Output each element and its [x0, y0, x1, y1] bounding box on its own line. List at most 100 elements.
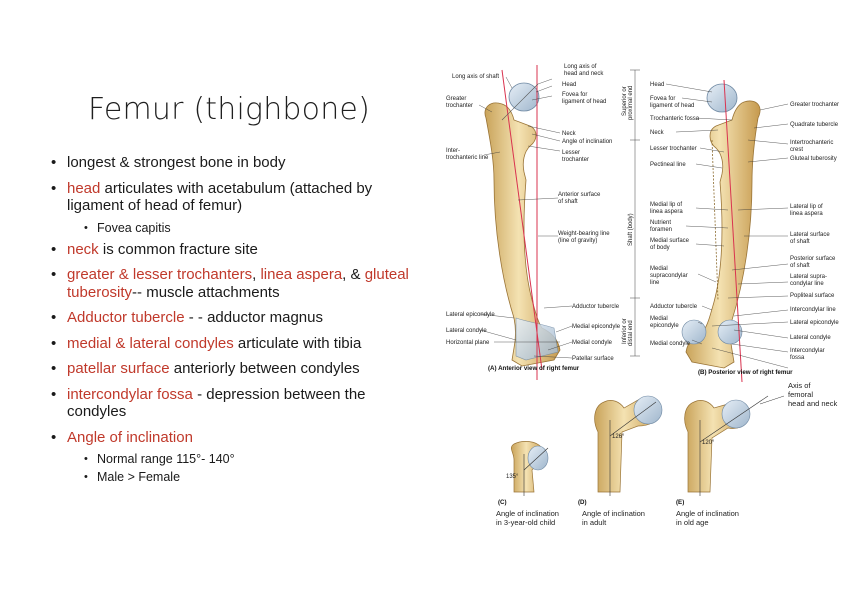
highlight-term: patellar surface: [67, 360, 170, 377]
region-proximal: proximal end: [628, 86, 634, 120]
post-label-medial-lip-1: Medial lip of: [650, 202, 682, 208]
label-intertrochanteric-1: Inter-: [446, 148, 460, 154]
label-lateral-condyle: Lateral condyle: [446, 328, 487, 334]
label-medial-condyle: Medial condyle: [572, 340, 613, 346]
highlight-term: head: [67, 179, 101, 197]
post-label-gluteal-tuberosity: Gluteal tuberosity: [790, 156, 837, 162]
panel-c-angle: 135°: [506, 474, 519, 480]
post-label-post-surface-1: Posterior surface: [790, 256, 836, 262]
anterior-labels: Long axis of shaft Long axis of head and…: [446, 64, 621, 372]
slide-title: Femur (thighbone): [88, 92, 370, 127]
bullet-item: medial & lateral condyles articulate wit…: [48, 335, 420, 353]
panel-e-old: 120° Axis of femoral head and neck: [684, 381, 837, 496]
bullet-text: , &: [342, 266, 365, 283]
panel-captions: (C) Angle of inclination in 3-year-old c…: [496, 499, 739, 527]
label-fovea-1: Fovea for: [562, 92, 587, 98]
bullet-item: longest & strongest bone in body: [48, 154, 420, 172]
label-medial-epicondyle: Medial epicondyle: [572, 324, 621, 330]
femur-figure: Long axis of shaft Long axis of head and…: [442, 60, 842, 540]
bullet-item: greater & lesser trochanters, linea aspe…: [48, 266, 420, 301]
posterior-labels: Head Fovea for ligament of head Trochant…: [650, 82, 839, 376]
post-label-med-supracond-2: supracondylar: [650, 273, 688, 279]
post-label-med-supracond-3: line: [650, 280, 660, 286]
posterior-femur: [681, 79, 761, 383]
post-label-fovea-1: Fovea for: [650, 96, 675, 102]
panel-d-angle: 126°: [612, 434, 625, 440]
panel-c-letter: (C): [498, 499, 507, 506]
label-greater-trochanter-1: Greater: [446, 96, 466, 102]
anterior-leader-lines: [478, 76, 573, 359]
panel-e-caption-2: in old age: [676, 518, 709, 527]
panel-e-letter: (E): [676, 499, 684, 506]
label-weight-line-2: (line of gravity): [558, 238, 597, 244]
post-label-lat-supracond-2: condylar line: [790, 281, 824, 287]
post-label-fovea-2: ligament of head: [650, 103, 694, 109]
bullet-item: neck is common fracture site: [48, 241, 420, 259]
bullet-text: is common fracture site: [98, 240, 258, 258]
label-angle-inclination: Angle of inclination: [562, 139, 612, 145]
post-label-nutrient-1: Nutrient: [650, 220, 671, 226]
post-label-intercondylar-line: Intercondylar line: [790, 307, 836, 313]
bullet-text: -- muscle attachments: [132, 283, 280, 301]
bullet-text: articulates with acetabulum (attached by…: [67, 179, 373, 215]
post-label-medial-epicondyle-2: epicondyle: [650, 323, 679, 329]
panel-e-caption-1: Angle of inclination: [676, 509, 739, 518]
post-label-post-surface-2: of shaft: [790, 263, 810, 269]
highlight-term: medial & lateral condyles: [67, 334, 234, 352]
post-label-popliteal: Popliteal surface: [790, 293, 835, 299]
post-label-quadrate-tubercle: Quadrate tubercle: [790, 122, 839, 128]
highlight-term: intercondylar fossa: [67, 385, 193, 403]
post-label-medial-condyle: Medial condyle: [650, 341, 691, 347]
bullet-text: articulate with tibia: [233, 334, 362, 352]
region-inferior: Inferior or: [622, 318, 628, 344]
region-bracket: [630, 69, 640, 357]
post-label-intertroch-crest-1: Intertrochanteric: [790, 140, 833, 146]
post-label-trochanteric-fossa: Trochanteric fossa: [650, 116, 700, 122]
post-label-neck: Neck: [650, 130, 665, 136]
sub-bullet: Normal range 115°- 140°: [48, 451, 420, 467]
bullet-item: patellar surface anteriorly between cond…: [48, 360, 420, 378]
bullet-text: anteriorly between condyles: [169, 360, 360, 377]
label-lesser-trochanter-2: trochanter: [562, 157, 589, 163]
post-label-med-supracond-1: Medial: [650, 266, 668, 272]
panel-d-adult: 126°: [594, 395, 663, 496]
region-shaft: Shaft (body): [628, 213, 634, 246]
axis-label-1: Axis of: [788, 381, 811, 390]
bullet-text: longest & strongest bone in body: [67, 154, 286, 171]
post-label-lateral-condyle: Lateral condyle: [790, 335, 831, 341]
post-label-lateral-lip-1: Lateral lip of: [790, 204, 823, 210]
bullet-item: Angle of inclination: [48, 429, 420, 447]
label-intertrochanteric-2: trochanteric line: [446, 155, 489, 161]
label-horizontal-plane: Horizontal plane: [446, 340, 490, 346]
region-superior: Superior or: [622, 86, 628, 116]
post-label-medial-surface-2: of body: [650, 245, 670, 251]
label-neck: Neck: [562, 131, 577, 137]
post-label-lat-supracond-1: Lateral supra-: [790, 274, 827, 280]
post-label-lateral-epicondyle: Lateral epicondyle: [790, 320, 839, 326]
region-distal: distal end: [628, 320, 634, 346]
post-label-head: Head: [650, 82, 664, 88]
label-greater-trochanter-2: trochanter: [446, 103, 473, 109]
post-label-lesser-trochanter: Lesser trochanter: [650, 146, 697, 152]
post-label-pectineal-line: Pectineal line: [650, 162, 686, 168]
panel-d-letter: (D): [578, 499, 587, 506]
bullet-item: Adductor tubercle - - adductor magnus: [48, 309, 420, 327]
bullet-text: - depression between the condyles: [67, 385, 366, 421]
bullet-list: longest & strongest bone in body head art…: [48, 154, 420, 490]
label-weight-line-1: Weight-bearing line: [558, 231, 610, 237]
highlight-term: Adductor tubercle: [67, 309, 185, 326]
highlight-term: neck: [67, 240, 99, 258]
post-label-intertroch-crest-2: crest: [790, 147, 803, 153]
label-anterior-surface-2: of shaft: [558, 199, 578, 205]
highlight-term: linea aspera: [260, 266, 343, 283]
post-label-adductor-tubercle: Adductor tubercle: [650, 304, 698, 310]
axis-label-2: femoral: [788, 390, 813, 399]
panel-e-angle: 120°: [702, 440, 715, 446]
label-long-axis-shaft: Long axis of shaft: [452, 74, 499, 80]
label-lateral-epicondyle: Lateral epicondyle: [446, 312, 495, 318]
highlight-term: greater & lesser trochanters: [67, 266, 253, 283]
post-label-medial-epicondyle-1: Medial: [650, 316, 668, 322]
caption-posterior: (B) Posterior view of right femur: [698, 369, 793, 376]
panel-c-caption-1: Angle of inclination: [496, 509, 559, 518]
caption-anterior: (A) Anterior view of right femur: [488, 365, 580, 372]
